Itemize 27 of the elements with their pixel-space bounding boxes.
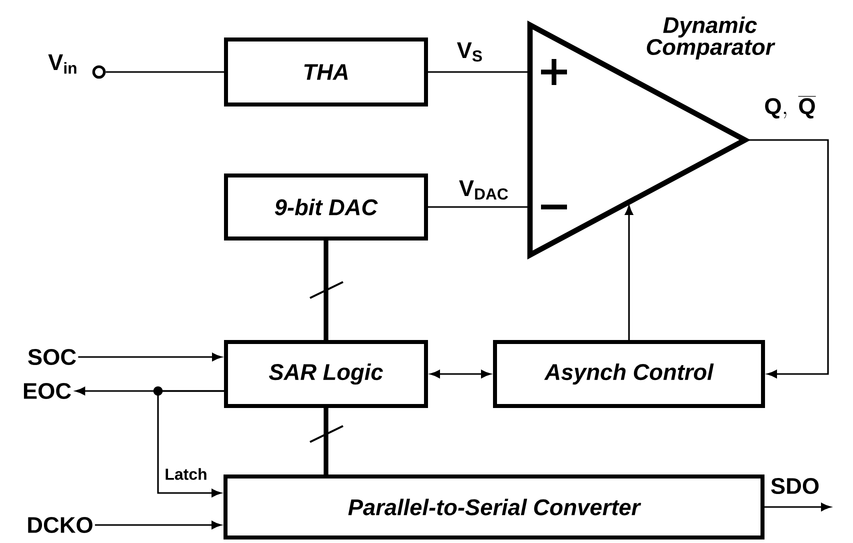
bus-line	[324, 408, 328, 474]
arrow	[78, 352, 222, 362]
signal-label: V$_{in}$	[48, 54, 76, 74]
component-title: Dynamic Comparator	[646, 16, 776, 60]
edge-label: Latch	[166, 468, 206, 480]
block-box: SAR Logic	[224, 340, 428, 408]
edge-label: V$_{S}$	[456, 42, 482, 62]
edge-label: $\textbf{Q},\ \overline{\textbf{Q}}$	[765, 96, 816, 118]
block-box: Parallel-to-Serial Converter	[224, 474, 764, 540]
edge-label: V$_{DAC}$	[459, 180, 508, 200]
block-box: THA	[224, 38, 428, 106]
wire	[428, 206, 530, 208]
terminal-circle	[92, 65, 106, 79]
signal-label: SDO	[771, 478, 819, 494]
signal-label: EOC	[24, 382, 71, 400]
arrow	[94, 520, 222, 530]
signal-label: SOC	[28, 348, 76, 366]
wire	[106, 71, 224, 73]
block-box: 9-bit DAC	[224, 174, 428, 240]
arrow	[624, 205, 634, 340]
arrow	[764, 502, 831, 512]
signal-label: DCKO	[28, 516, 92, 534]
arrow	[430, 370, 491, 378]
arrow	[157, 390, 224, 498]
bus-line	[324, 240, 328, 340]
block-box: Asynch Control	[493, 340, 765, 408]
wire	[428, 71, 530, 73]
